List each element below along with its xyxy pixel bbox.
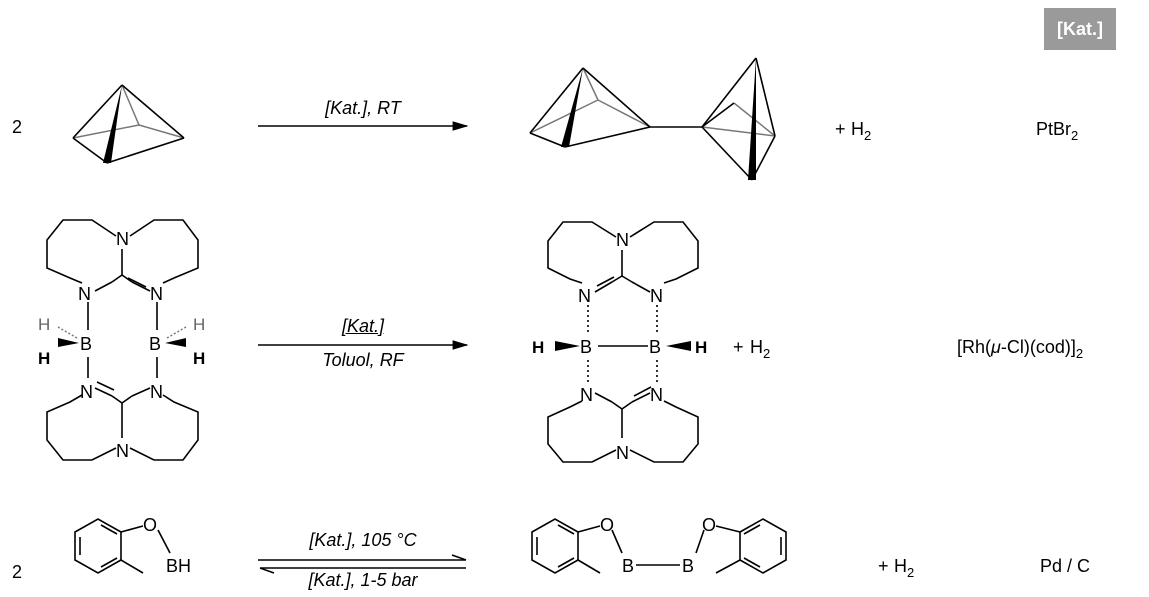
plus-sign-3: + — [878, 556, 889, 576]
atom-b-4: B — [649, 337, 661, 357]
atom-o-3: O — [702, 515, 716, 535]
conditions-2-bottom: Toluol, RF — [322, 350, 404, 370]
atom-b-3: B — [580, 337, 592, 357]
conditions-3-bottom: [Kat.], 1-5 bar — [308, 570, 418, 590]
atom-h-6: H — [695, 338, 707, 357]
atom-b-6: B — [682, 556, 694, 576]
catecholborane-reactant — [74, 518, 171, 574]
hydrogen-byproduct-1: H2 — [851, 119, 871, 143]
hydrogen-byproduct-3: H2 — [894, 556, 914, 580]
bis-catecholato-diboron-product — [531, 518, 787, 574]
atom-b-2: B — [149, 334, 161, 354]
plus-sign-2: + — [733, 337, 744, 357]
atom-n-6: N — [116, 441, 129, 461]
atom-n-3: N — [150, 284, 163, 304]
coefficient-3: 2 — [12, 562, 22, 582]
atom-n-5: N — [150, 382, 163, 402]
atom-bh: BH — [166, 556, 191, 576]
plus-sign-1: + — [835, 119, 846, 139]
atom-h-3: H — [193, 315, 205, 334]
equilibrium-arrows — [258, 554, 467, 574]
catalyst-1: PtBr2 — [1036, 119, 1078, 143]
atom-h-2: H — [38, 349, 50, 368]
conditions-2-top: [Kat.] — [341, 316, 385, 336]
atom-n-10: N — [580, 385, 593, 405]
catalyst-3: Pd / C — [1040, 556, 1090, 576]
atom-o-1: O — [143, 515, 157, 535]
atom-n-8: N — [578, 286, 591, 306]
coefficient-1: 2 — [12, 117, 22, 137]
diborane-product — [547, 221, 699, 463]
catalyst-header: [Kat.] — [1044, 8, 1116, 50]
atom-n-1: N — [116, 229, 129, 249]
atom-n-11: N — [650, 385, 663, 405]
conditions-3-top: [Kat.], 105 °C — [309, 530, 417, 550]
conditions-1-top: [Kat.], RT — [325, 98, 401, 118]
guanidinylborane-dimer-reactant — [46, 219, 199, 461]
atom-n-9: N — [650, 286, 663, 306]
atom-n-4: N — [80, 382, 93, 402]
atom-h-1: H — [38, 315, 50, 334]
hydrogen-byproduct-2: H2 — [750, 337, 770, 361]
atom-b-5: B — [622, 556, 634, 576]
atom-h-5: H — [532, 338, 544, 357]
catalyst-2: [Rh(μ-Cl)(cod)]2 — [957, 337, 1083, 361]
tetrahedrane-reactant — [72, 84, 185, 164]
atom-h-4: H — [193, 349, 205, 368]
bitetrahedranyl-product — [529, 57, 776, 181]
atom-b-1: B — [80, 334, 92, 354]
atom-n-12: N — [616, 443, 629, 463]
atom-n-2: N — [78, 284, 91, 304]
atom-o-2: O — [600, 515, 614, 535]
atom-n-7: N — [616, 230, 629, 250]
